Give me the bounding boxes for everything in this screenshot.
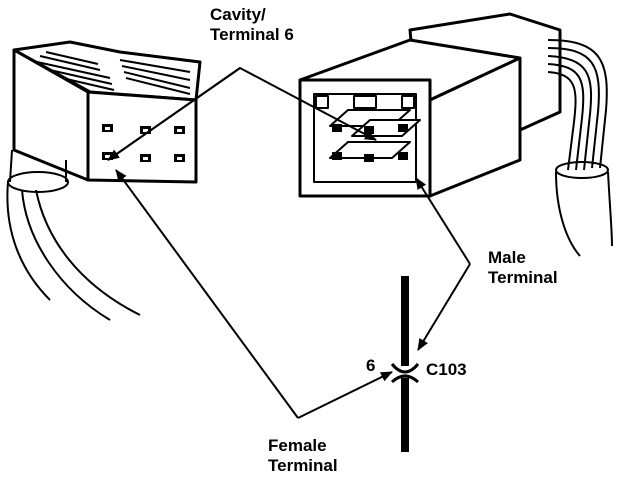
left-wire-bundle (6, 149, 141, 321)
female-terminal-arrow-down (297, 371, 393, 419)
male-terminal-arrow-up (415, 177, 471, 265)
male-terminal-arrow-down (417, 263, 471, 351)
female-connector (12, 40, 202, 184)
leader-lines (107, 66, 471, 419)
male-label-line1: Male (488, 248, 526, 267)
right-wire-bundle (547, 39, 613, 257)
cavity-label-line1: Cavity/ (210, 5, 266, 24)
female-label-line2: Terminal (268, 456, 338, 475)
pin-number-label: 6 (366, 356, 376, 375)
male-label-line2: Terminal (488, 268, 558, 287)
male-connector (298, 12, 562, 198)
female-terminal-arrow-up (115, 169, 299, 419)
cavity-label-line2: Terminal 6 (210, 25, 294, 44)
female-label-line1: Female (268, 436, 327, 455)
connector-id-label: C103 (426, 360, 467, 379)
schematic-wire (390, 276, 420, 452)
